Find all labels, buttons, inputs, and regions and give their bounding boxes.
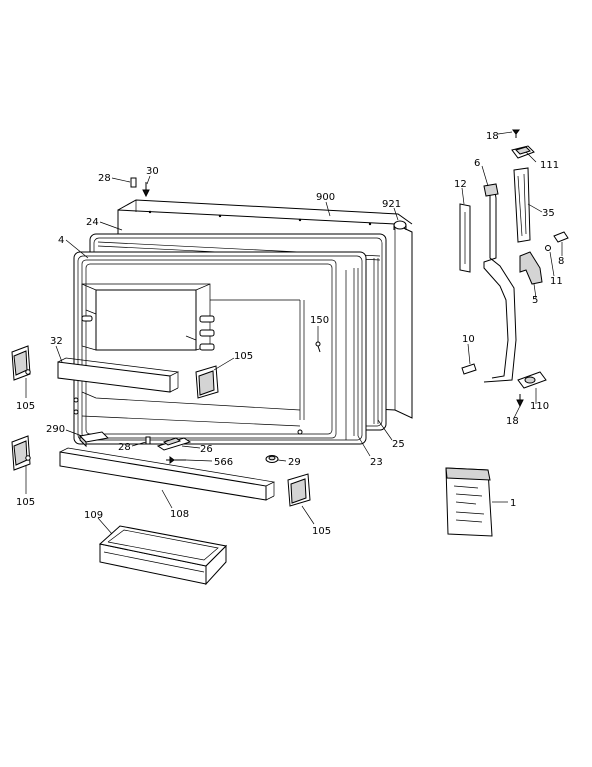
- shelf-end-cap-left-lower: [11, 435, 31, 471]
- label-18-bottom: 18: [506, 416, 519, 427]
- label-29: 29: [288, 457, 301, 468]
- label-28-top: 28: [98, 173, 111, 184]
- label-35: 35: [542, 208, 555, 219]
- plate-8: [553, 231, 569, 243]
- handle-base-110: [517, 371, 547, 389]
- label-26: 26: [200, 444, 213, 455]
- handle-trim-12: [459, 203, 471, 273]
- label-105-left-lower: 105: [16, 497, 35, 508]
- label-30: 30: [146, 166, 159, 177]
- door-liner: [73, 251, 367, 445]
- door-shelf-bar-upper: [57, 357, 180, 393]
- screw-150: [315, 341, 321, 353]
- label-32: 32: [50, 336, 63, 347]
- label-11: 11: [550, 276, 563, 287]
- label-23: 23: [370, 457, 383, 468]
- clip-30: [142, 182, 150, 198]
- label-5: 5: [532, 295, 538, 306]
- label-566: 566: [214, 457, 233, 468]
- handle-bracket-6: [483, 183, 517, 383]
- handle-35: [513, 167, 531, 243]
- label-24: 24: [86, 217, 99, 228]
- handle-cap-111: [511, 145, 535, 159]
- label-111: 111: [540, 160, 559, 171]
- label-921: 921: [382, 199, 401, 210]
- part-labels: 4 24 28 30 900 921 32 105 105 150 290 28…: [16, 131, 564, 537]
- shelf-end-cap-right-lower: [287, 473, 311, 507]
- label-105-left-upper: 105: [16, 401, 35, 412]
- door-bin: [98, 525, 228, 586]
- label-8: 8: [558, 256, 564, 267]
- shelf-end-cap-center: [195, 365, 219, 399]
- label-12: 12: [454, 179, 467, 190]
- label-4: 4: [58, 235, 64, 246]
- label-6: 6: [474, 158, 480, 169]
- leader-lines: [25, 131, 563, 535]
- label-110: 110: [530, 401, 549, 412]
- hinge-cover-290: [78, 431, 110, 448]
- label-10: 10: [462, 334, 475, 345]
- screw-18-top: [512, 129, 520, 138]
- label-900: 900: [316, 192, 335, 203]
- door-shelf-bar-lower: [59, 447, 276, 501]
- label-28-center: 28: [118, 442, 131, 453]
- screw-11: [545, 245, 551, 251]
- latch-plate-26: [156, 437, 192, 451]
- label-1: 1: [510, 498, 516, 509]
- screw-566: [166, 456, 186, 464]
- label-108: 108: [170, 509, 189, 520]
- screw-28-top: [130, 177, 137, 188]
- label-105-right-lower: 105: [312, 526, 331, 537]
- label-109: 109: [84, 510, 103, 521]
- instruction-booklet: [445, 467, 493, 537]
- shelf-end-cap-left-upper: [11, 345, 31, 381]
- bracket-5: [519, 251, 543, 285]
- label-290: 290: [46, 424, 65, 435]
- screw-28-center: [145, 436, 151, 445]
- clip-10: [461, 363, 477, 375]
- cap-29: [265, 455, 279, 463]
- label-105-center: 105: [234, 351, 253, 362]
- screw-18-bottom: [516, 394, 524, 408]
- plug-button: [393, 220, 407, 230]
- label-18-top: 18: [486, 131, 499, 142]
- label-150: 150: [310, 315, 329, 326]
- label-25: 25: [392, 439, 405, 450]
